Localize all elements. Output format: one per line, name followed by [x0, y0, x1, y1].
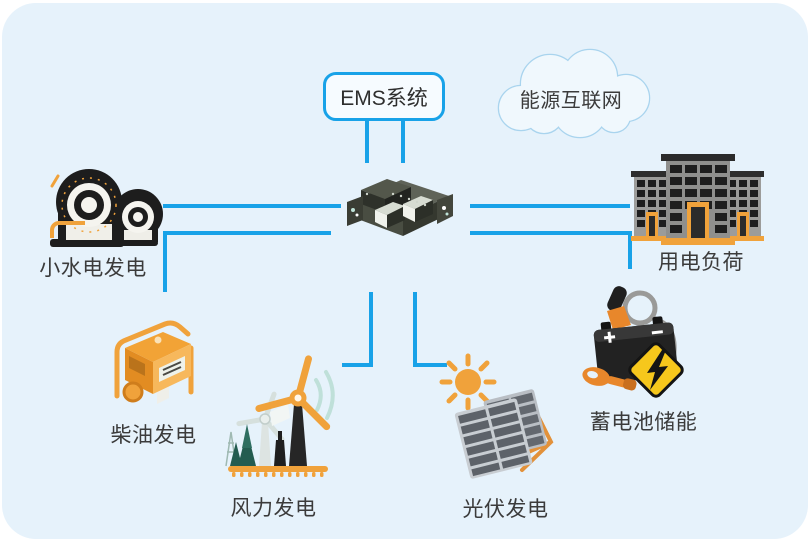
ems-controller-icon — [347, 179, 453, 236]
connector-battery-vertical — [628, 231, 632, 269]
connector-hydro — [163, 204, 341, 208]
connector-battery-horizontal — [470, 231, 632, 235]
battery-label: 蓄电池储能 — [589, 411, 698, 434]
connector-solar-horizontal — [413, 363, 447, 367]
load-label: 用电负荷 — [658, 251, 744, 274]
solar-label: 光伏发电 — [462, 498, 549, 521]
connector-load — [470, 204, 630, 208]
connector-wind-vertical — [369, 292, 373, 367]
connector-solar-vertical — [413, 292, 417, 367]
cloud-label: 能源互联网 — [519, 90, 623, 112]
left-tower — [631, 171, 673, 241]
connector-ems-right — [401, 121, 405, 163]
hydro-generator-icon — [50, 169, 163, 247]
ems-system-label: EMS系统 — [340, 86, 428, 110]
battery-storage-icon — [582, 286, 684, 398]
ems-system-box: EMS系统 — [323, 72, 445, 121]
connector-diesel-vertical — [163, 231, 167, 292]
wind-turbine-icon — [225, 355, 335, 477]
center-tower — [661, 154, 735, 245]
diesel-generator-icon — [114, 320, 194, 404]
cloud-icon — [497, 48, 651, 139]
connector-diesel-horizontal — [163, 231, 331, 235]
right-tower — [722, 171, 764, 241]
diesel-label: 柴油发电 — [110, 424, 197, 447]
connector-wind-horizontal — [342, 363, 373, 367]
connector-ems-left — [365, 121, 369, 163]
hydro-label: 小水电发电 — [39, 257, 147, 280]
wind-label: 风力发电 — [230, 497, 317, 520]
building-load-icon — [631, 154, 764, 245]
solar-panel-icon — [439, 353, 554, 479]
